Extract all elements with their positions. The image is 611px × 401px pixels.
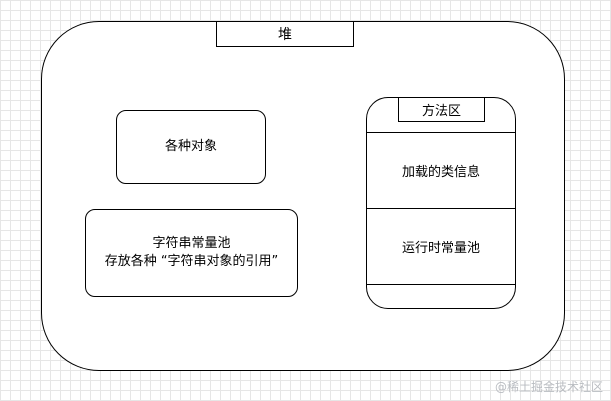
runtime-constant-pool-label: 运行时常量池 xyxy=(401,241,480,256)
objects-label: 各种对象 xyxy=(164,139,217,154)
heap-label: 堆 xyxy=(216,21,354,47)
string-pool-description: 存放各种 “字符串对象的引用” xyxy=(104,254,279,269)
method-area-label: 方法区 xyxy=(398,97,485,122)
method-area-class-info: 加载的类信息 xyxy=(367,132,515,209)
watermark: @稀土掘金技术社区 xyxy=(494,380,603,394)
string-pool-title: 字符串常量池 xyxy=(152,236,231,251)
method-area-container: 加载的类信息 运行时常量池 xyxy=(366,97,516,309)
string-constant-pool-box: 字符串常量池 存放各种 “字符串对象的引用” xyxy=(85,209,298,297)
class-info-label: 加载的类信息 xyxy=(401,165,480,180)
method-area-runtime-constant-pool: 运行时常量池 xyxy=(367,209,515,285)
objects-box: 各种对象 xyxy=(116,110,266,184)
